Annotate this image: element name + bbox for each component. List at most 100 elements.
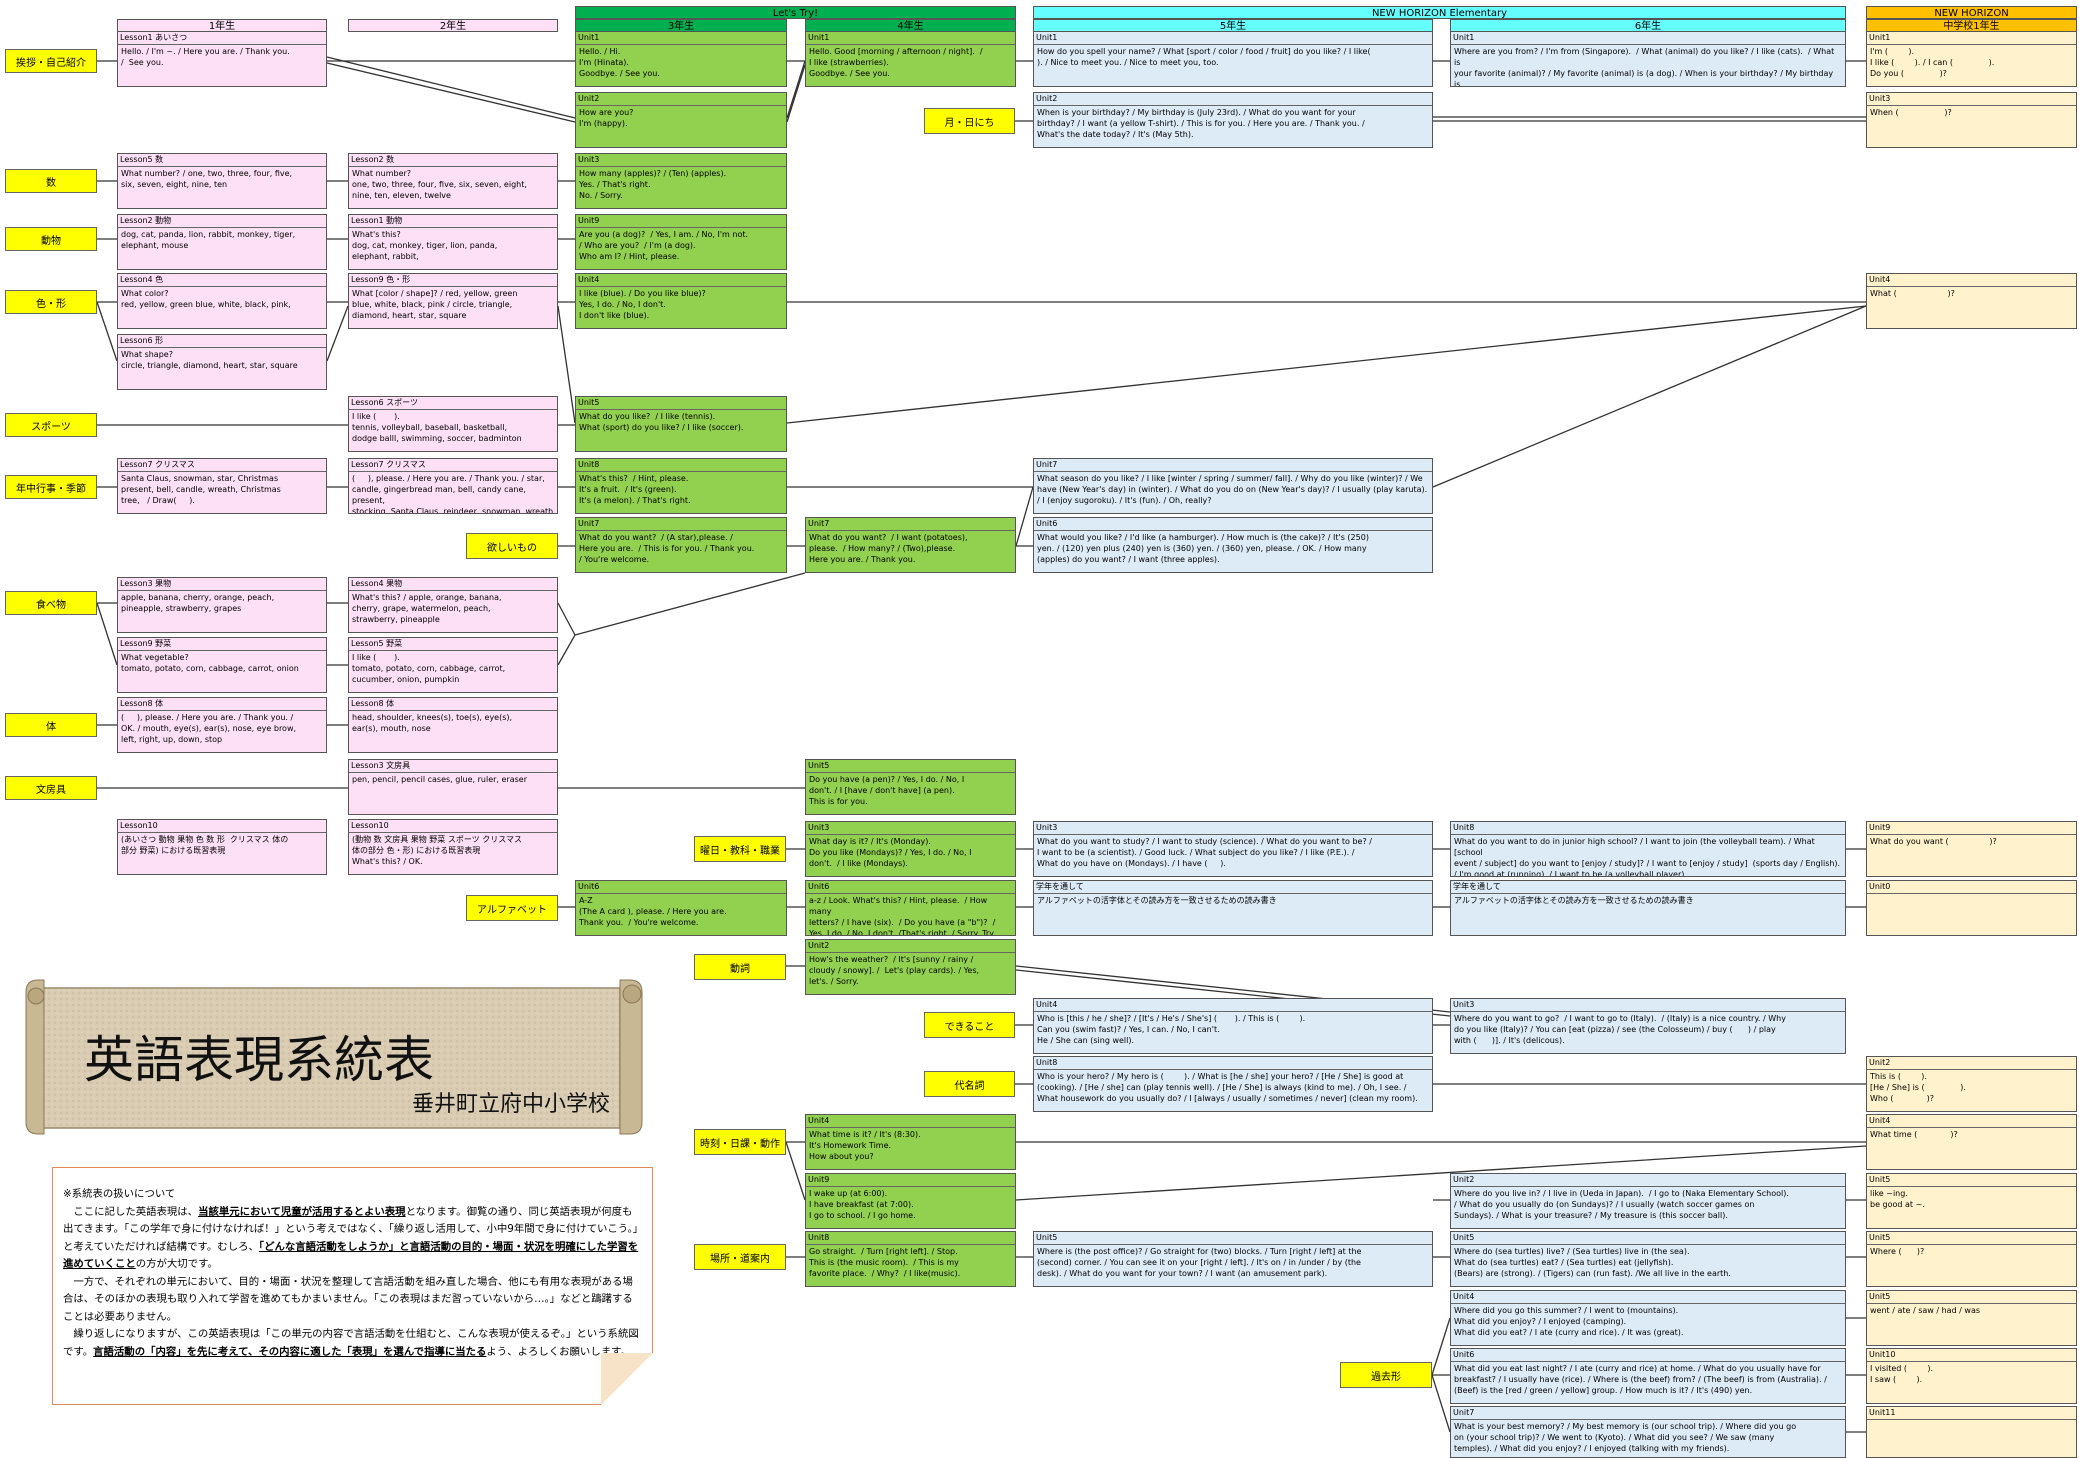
category-label: スポーツ bbox=[5, 413, 97, 437]
unit-expressions: Where is (the post office)? / Go straigh… bbox=[1037, 1247, 1362, 1278]
unit-expressions: pen, pencil, pencil cases, glue, ruler, … bbox=[352, 775, 528, 784]
unit-expressions: I visited ( ). I saw ( ). bbox=[1870, 1364, 1934, 1384]
category-label: 文房具 bbox=[5, 776, 97, 800]
unit-title: Unit7 bbox=[576, 518, 786, 531]
unit-title: Unit4 bbox=[576, 274, 786, 287]
unit-title: Unit7 bbox=[806, 518, 1015, 531]
connector-line bbox=[1431, 1374, 1451, 1433]
unit-title: Unit2 bbox=[806, 940, 1015, 953]
unit-title: Unit6 bbox=[1034, 518, 1432, 531]
page-fold-corner bbox=[601, 1353, 653, 1405]
unit-expressions: How are you? I'm (happy). bbox=[579, 108, 634, 128]
unit-expressions: What do you want ( )? bbox=[1870, 837, 1997, 846]
usage-note: ※系統表の扱いについて ここに記した英語表現は、当該単元において児童が活用すると… bbox=[52, 1167, 653, 1405]
unit-title: Lesson4 果物 bbox=[349, 578, 557, 591]
category-label: 体 bbox=[5, 713, 97, 737]
unit-title: Lesson1 あいさつ bbox=[118, 32, 326, 45]
unit-box: Lesson8 体 head, shoulder, knees(s), toe(s… bbox=[348, 697, 558, 753]
unit-title: Unit8 bbox=[1034, 1057, 1432, 1070]
grade-header: NEW HORIZON Elementary bbox=[1033, 6, 1846, 19]
unit-expressions: I'm ( ). I like ( ). / I can ( ). Do you… bbox=[1870, 47, 1995, 78]
unit-expressions: Where ( )? bbox=[1870, 1247, 1925, 1256]
unit-expressions: What shape? circle, triangle, diamond, h… bbox=[121, 350, 298, 370]
unit-expressions bbox=[1867, 894, 2076, 896]
unit-expressions: How do you spell your name? / What [spor… bbox=[1037, 47, 1371, 67]
unit-title: Lesson3 果物 bbox=[118, 578, 326, 591]
connector-line bbox=[557, 602, 576, 636]
unit-title: Unit7 bbox=[1451, 1407, 1845, 1420]
unit-title: Unit1 bbox=[1867, 32, 2076, 45]
unit-title: Unit10 bbox=[1867, 1349, 2076, 1362]
unit-expressions: apple, banana, cherry, orange, peach, pi… bbox=[121, 593, 275, 613]
unit-box: Lesson10(動物 数 文房具 果物 野菜 スポーツ クリスマス 体の部分 … bbox=[348, 819, 558, 875]
unit-title: Unit2 bbox=[1867, 1057, 2076, 1070]
unit-box: 学年を通してアルファベットの活字体とその読み方を一致させるための読み書き bbox=[1450, 880, 1846, 936]
unit-title: Unit6 bbox=[1451, 1349, 1845, 1362]
unit-expressions: Who is [this / he / she]? / [It's / He's… bbox=[1037, 1014, 1306, 1045]
unit-expressions: What day is it? / It's (Monday). Do you … bbox=[809, 837, 972, 868]
unit-title: Unit6 bbox=[806, 881, 1015, 894]
unit-title: Unit5 bbox=[806, 760, 1015, 773]
unit-box: Unit10 I visited ( ). I saw ( ). bbox=[1866, 1348, 2077, 1404]
unit-expressions: I wake up (at 6:00). I have breakfast (a… bbox=[809, 1189, 916, 1220]
unit-expressions: What's this? / Hint, please. It's a frui… bbox=[579, 474, 691, 505]
category-label: 数 bbox=[5, 169, 97, 193]
unit-title: Lesson8 体 bbox=[349, 698, 557, 711]
unit-title: Lesson6 形 bbox=[118, 335, 326, 348]
unit-title: Lesson9 色・形 bbox=[349, 274, 557, 287]
unit-title: Unit3 bbox=[806, 822, 1015, 835]
unit-title: Unit3 bbox=[1867, 93, 2076, 106]
unit-expressions: Who is your hero? / My hero is ( ). / Wh… bbox=[1037, 1072, 1418, 1103]
unit-expressions: What do you like? / I like (tennis). Wha… bbox=[579, 412, 744, 432]
unit-expressions: head, shoulder, knees(s), toe(s), eye(s)… bbox=[352, 713, 513, 733]
unit-expressions: What time ( )? bbox=[1870, 1130, 1958, 1139]
unit-title: Lesson2 数 bbox=[349, 154, 557, 167]
category-label: 代名詞 bbox=[924, 1071, 1015, 1097]
category-label: できること bbox=[924, 1012, 1015, 1038]
scroll-banner bbox=[25, 979, 643, 1135]
unit-expressions: What color? red, yellow, green blue, whi… bbox=[121, 289, 291, 309]
school-name: 垂井町立府中小学校 bbox=[412, 1092, 611, 1117]
unit-expressions: What did you eat last night? / I ate (cu… bbox=[1454, 1364, 1827, 1395]
unit-expressions: What do you want to study? / I want to s… bbox=[1037, 837, 1372, 868]
unit-box: Lesson1 動物 What's this? dog, cat, monkey,… bbox=[348, 214, 558, 270]
category-label: 色・形 bbox=[5, 290, 97, 314]
connector-line bbox=[786, 305, 1867, 424]
unit-title: Unit3 bbox=[576, 154, 786, 167]
unit-title: Unit8 bbox=[1451, 822, 1845, 835]
unit-title: Unit11 bbox=[1867, 1407, 2076, 1420]
category-label: 欲しいもの bbox=[466, 533, 558, 559]
unit-box: Lesson8 体( ), please. / Here you are. / … bbox=[117, 697, 327, 753]
unit-expressions: Santa Claus, snowman, star, Christmas pr… bbox=[121, 474, 281, 505]
connector-line bbox=[326, 62, 576, 123]
unit-title: Lesson1 動物 bbox=[349, 215, 557, 228]
unit-expressions: What's this? dog, cat, monkey, tiger, li… bbox=[352, 230, 498, 261]
